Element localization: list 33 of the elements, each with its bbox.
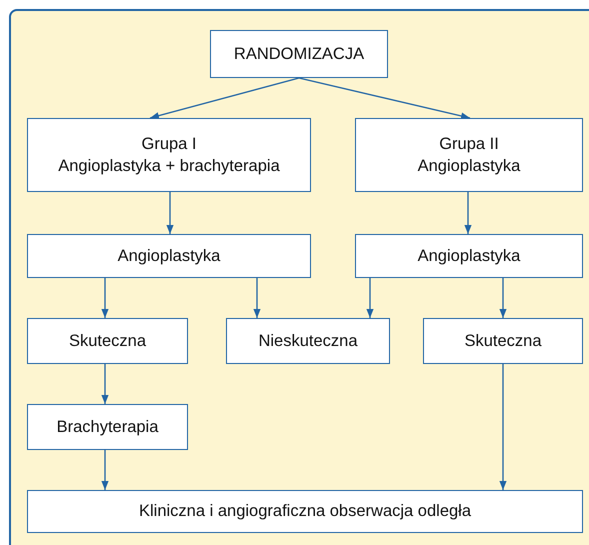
box-text: Angioplastyka xyxy=(418,156,520,177)
process-box xyxy=(423,318,583,364)
arrow xyxy=(366,278,374,318)
process-box xyxy=(355,118,583,192)
arrow xyxy=(150,77,300,120)
box-heading: Grupa II xyxy=(439,134,499,155)
arrow xyxy=(166,192,174,234)
process-box xyxy=(27,490,583,533)
box-text: RANDOMIZACJA xyxy=(234,44,364,65)
arrow xyxy=(499,364,507,490)
arrow xyxy=(464,192,472,234)
process-box xyxy=(27,318,188,364)
process-box xyxy=(27,234,311,278)
box-text: Brachyterapia xyxy=(56,416,158,438)
arrow xyxy=(253,278,261,318)
box-text: Skuteczna xyxy=(464,330,542,352)
process-box xyxy=(226,318,390,364)
box-text: Skuteczna xyxy=(68,330,146,352)
arrow xyxy=(101,450,109,490)
box-text: Angioplastyka xyxy=(118,246,220,267)
process-box xyxy=(27,118,311,192)
box-text: Nieskuteczna xyxy=(258,330,358,352)
arrow xyxy=(499,278,507,318)
process-box xyxy=(210,30,388,78)
box-text: Kliniczna i angiograficzna obserwacja odległa xyxy=(138,501,472,522)
arrow xyxy=(101,364,109,404)
box-text: Angioplastyka + brachyterapia xyxy=(58,156,280,177)
process-box xyxy=(27,404,188,450)
box-text: Angioplastyka xyxy=(418,246,520,267)
arrow xyxy=(101,278,109,318)
box-heading: Grupa I xyxy=(141,134,197,155)
arrow xyxy=(298,77,470,120)
process-box xyxy=(355,234,583,278)
